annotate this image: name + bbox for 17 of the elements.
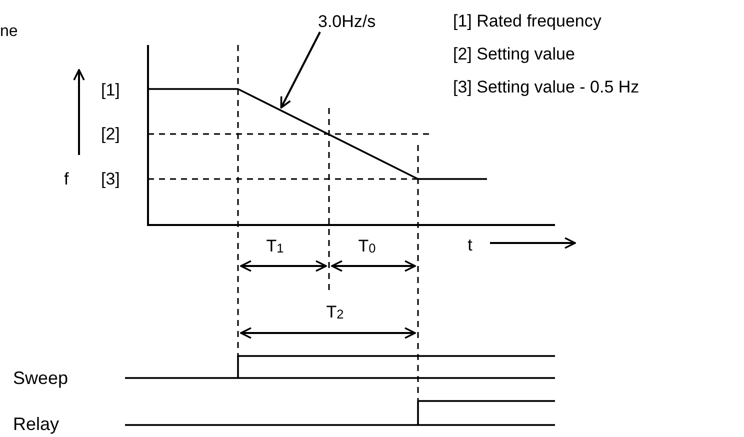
ramp-line — [238, 88, 418, 180]
chart-label: [1] Rated frequency — [453, 12, 602, 30]
rate-label: 3.0Hz/s — [318, 13, 376, 30]
chart-label: T$_{2}$ — [326, 304, 344, 320]
chart-label: [3] — [101, 170, 120, 188]
chart-label: ne — [0, 24, 18, 40]
chart-label: T$_{1}$ — [266, 238, 284, 254]
chart-label: t — [468, 236, 472, 254]
chart-label: [1] — [101, 82, 120, 98]
leader-line — [280, 32, 321, 108]
chart-label: f — [64, 170, 69, 188]
chart-label: [2] — [101, 126, 120, 142]
chart-label: Sweep — [13, 369, 68, 387]
chart-label: [3] Setting value - 0.5 Hz — [453, 78, 640, 96]
chart-label: [2] Setting value — [453, 46, 575, 62]
chart-label: T$_{0}$ — [358, 238, 376, 254]
chart-label: Relay — [13, 415, 60, 433]
